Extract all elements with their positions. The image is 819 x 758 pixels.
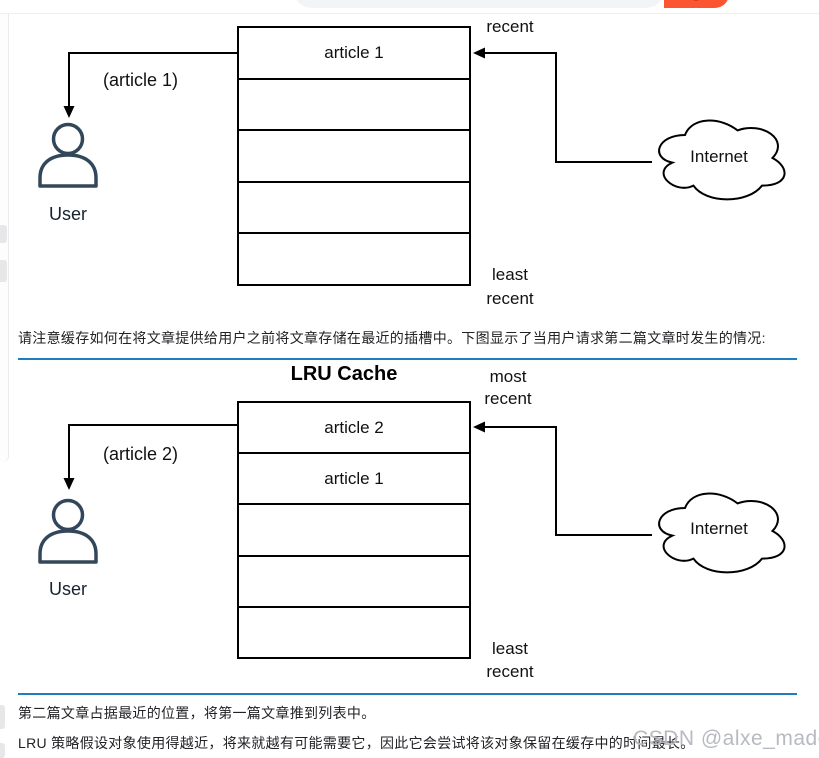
cache-slot bbox=[239, 503, 469, 554]
least-recent-line2: recent bbox=[486, 289, 534, 308]
cache-slot: article 1 bbox=[239, 452, 469, 503]
user-icon bbox=[38, 498, 98, 564]
cache-table: article 1 bbox=[237, 26, 471, 286]
cache-slot-label: article 1 bbox=[324, 42, 384, 62]
cache-slot-label: article 2 bbox=[324, 417, 384, 437]
least-recent-label: least recent bbox=[478, 263, 542, 311]
cache-slot-label: article 1 bbox=[324, 468, 384, 488]
least-recent-line1: least bbox=[492, 265, 528, 284]
user-icon bbox=[38, 122, 98, 188]
cache-slot bbox=[239, 180, 469, 233]
cache-slot: article 1 bbox=[239, 28, 469, 78]
search-icon bbox=[693, 0, 699, 1]
cache-slot bbox=[239, 77, 469, 130]
most-recent-line1: most bbox=[489, 367, 527, 386]
gutter-chip bbox=[0, 705, 5, 729]
internet-label: Internet bbox=[690, 519, 748, 538]
body-paragraph-1: 第二篇文章占据最近的位置，将第一篇文章推到列表中。 bbox=[18, 705, 376, 721]
request-label: (article 1) bbox=[103, 70, 179, 90]
cache-slot bbox=[239, 554, 469, 606]
lru-cache-title: LRU Cache bbox=[290, 363, 398, 385]
fetch-arrow bbox=[473, 421, 652, 536]
search-input[interactable] bbox=[293, 0, 665, 8]
watermark: CSDN @alxe_made bbox=[633, 727, 819, 750]
cache-slot: article 2 bbox=[239, 403, 469, 452]
section-divider bbox=[18, 358, 797, 360]
section-divider bbox=[18, 693, 797, 695]
most-recent-line2: recent bbox=[484, 389, 532, 408]
user-label: User bbox=[48, 204, 87, 224]
most-recent-label: recent bbox=[486, 17, 534, 36]
internet-label: Internet bbox=[690, 147, 748, 166]
cache-slot bbox=[239, 129, 469, 181]
least-recent-line2: recent bbox=[486, 662, 534, 681]
search-button[interactable] bbox=[664, 0, 729, 8]
least-recent-line1: least bbox=[492, 639, 528, 658]
cache-table: article 2 article 1 bbox=[237, 401, 471, 659]
cache-slot bbox=[239, 232, 469, 284]
cache-slot bbox=[239, 605, 469, 657]
gutter-chip bbox=[0, 260, 7, 282]
body-paragraph-2: LRU 策略假设对象使用得越近，将来就越有可能需要它，因此它会尝试将该对象保留在… bbox=[18, 735, 695, 751]
gutter-chip bbox=[0, 743, 5, 758]
intro-paragraph: 请注意缓存如何在将文章提供给用户之前将文章存储在最近的插槽中。下图显示了当用户请… bbox=[18, 330, 766, 346]
most-recent-label: most recent bbox=[476, 366, 540, 410]
header-divider bbox=[0, 13, 819, 14]
gutter-chip bbox=[0, 225, 7, 243]
request-label: (article 2) bbox=[103, 444, 179, 464]
fetch-arrow bbox=[473, 47, 652, 163]
user-label: User bbox=[48, 579, 87, 599]
least-recent-label: least recent bbox=[478, 637, 542, 683]
